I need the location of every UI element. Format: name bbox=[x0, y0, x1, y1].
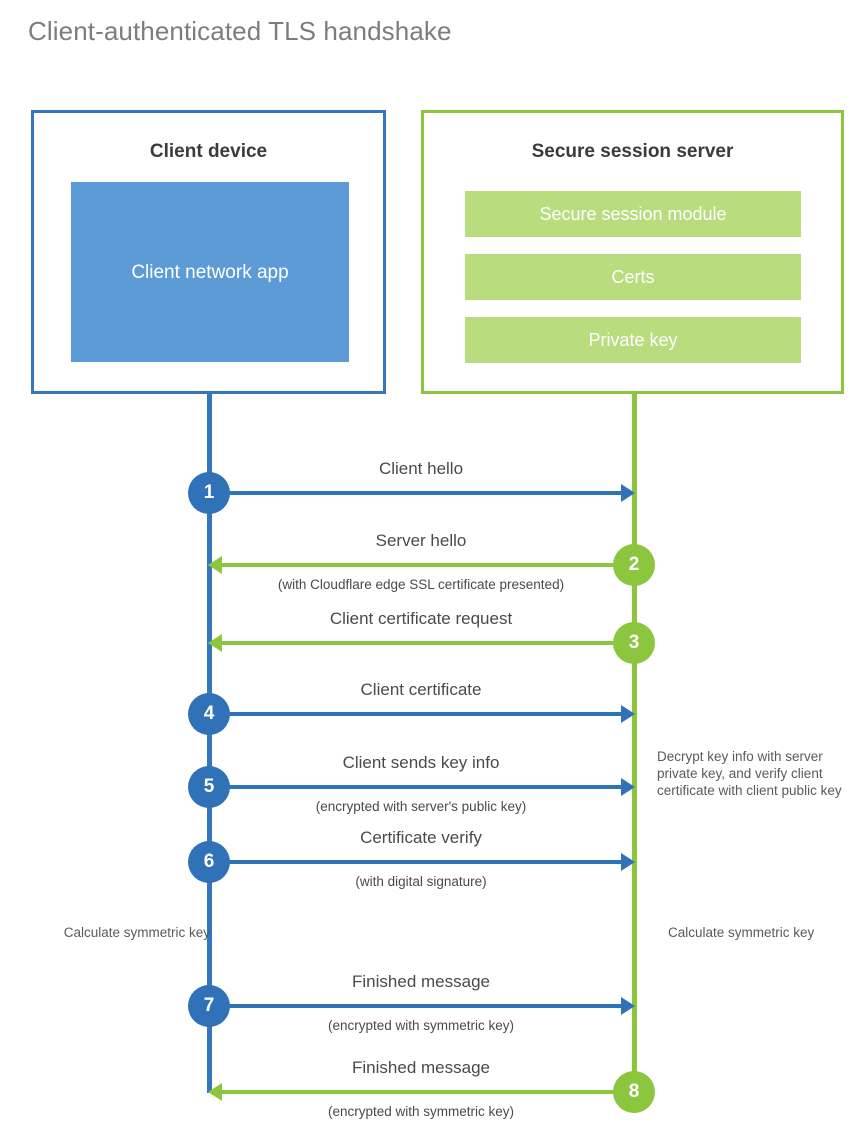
secure-session-server-title: Secure session server bbox=[531, 141, 734, 162]
client-calculate-symmetric-key-note: Calculate symmetric key bbox=[63, 925, 210, 940]
message-arrow-5 bbox=[209, 785, 622, 789]
server-lifeline bbox=[632, 391, 637, 1093]
message-arrowhead-6 bbox=[621, 853, 635, 871]
message-sublabel-7: (encrypted with symmetric key) bbox=[327, 1018, 515, 1033]
message-label-4: Client certificate bbox=[360, 680, 482, 699]
message-arrow-6 bbox=[209, 860, 622, 864]
message-arrowhead-1 bbox=[621, 484, 635, 502]
server-decrypt-note: Decrypt key info with server private key… bbox=[657, 749, 842, 798]
step-circle-2[interactable]: 2 bbox=[613, 544, 655, 586]
message-arrowhead-5 bbox=[621, 778, 635, 796]
server-component-private-key: Private key bbox=[465, 317, 801, 363]
step-circle-6[interactable]: 6 bbox=[188, 841, 230, 883]
message-arrow-7 bbox=[209, 1004, 622, 1008]
message-arrowhead-3 bbox=[208, 634, 222, 652]
message-arrow-4 bbox=[209, 712, 622, 716]
message-sublabel-8: (encrypted with symmetric key) bbox=[327, 1104, 515, 1119]
step-circle-4[interactable]: 4 bbox=[188, 693, 230, 735]
client-lifeline bbox=[207, 391, 212, 1093]
message-label-1: Client hello bbox=[378, 459, 464, 478]
secure-session-server-box: Secure session server Secure session mod… bbox=[421, 110, 844, 394]
message-arrowhead-2 bbox=[208, 556, 222, 574]
server-calculate-symmetric-key-note: Calculate symmetric key bbox=[668, 925, 815, 940]
page-title: Client-authenticated TLS handshake bbox=[28, 16, 452, 46]
message-label-6: Certificate verify bbox=[360, 828, 482, 847]
message-arrow-3 bbox=[221, 641, 634, 645]
message-label-3: Client certificate request bbox=[329, 609, 513, 628]
message-arrow-8 bbox=[221, 1090, 634, 1094]
step-circle-5[interactable]: 5 bbox=[188, 766, 230, 808]
step-circle-3[interactable]: 3 bbox=[613, 622, 655, 664]
message-arrow-1 bbox=[209, 491, 622, 495]
client-device-title: Client device bbox=[149, 141, 268, 162]
message-sublabel-5: (encrypted with server's public key) bbox=[315, 799, 527, 814]
message-sublabel-6: (with digital signature) bbox=[355, 874, 487, 889]
message-arrowhead-8 bbox=[208, 1083, 222, 1101]
step-circle-7[interactable]: 7 bbox=[188, 985, 230, 1027]
step-circle-1[interactable]: 1 bbox=[188, 472, 230, 514]
message-arrowhead-7 bbox=[621, 997, 635, 1015]
step-circle-8[interactable]: 8 bbox=[613, 1071, 655, 1113]
server-component-secure-session-module: Secure session module bbox=[465, 191, 801, 237]
client-device-box: Client device Client network app bbox=[31, 110, 386, 394]
message-label-2: Server hello bbox=[375, 531, 467, 550]
message-label-8: Finished message bbox=[352, 1058, 490, 1077]
message-sublabel-2: (with Cloudflare edge SSL certificate pr… bbox=[277, 577, 565, 592]
message-arrowhead-4 bbox=[621, 705, 635, 723]
message-label-7: Finished message bbox=[352, 972, 490, 991]
message-arrow-2 bbox=[221, 563, 634, 567]
server-component-certs: Certs bbox=[465, 254, 801, 300]
client-network-app-block: Client network app bbox=[71, 182, 349, 362]
message-label-5: Client sends key info bbox=[342, 753, 500, 772]
